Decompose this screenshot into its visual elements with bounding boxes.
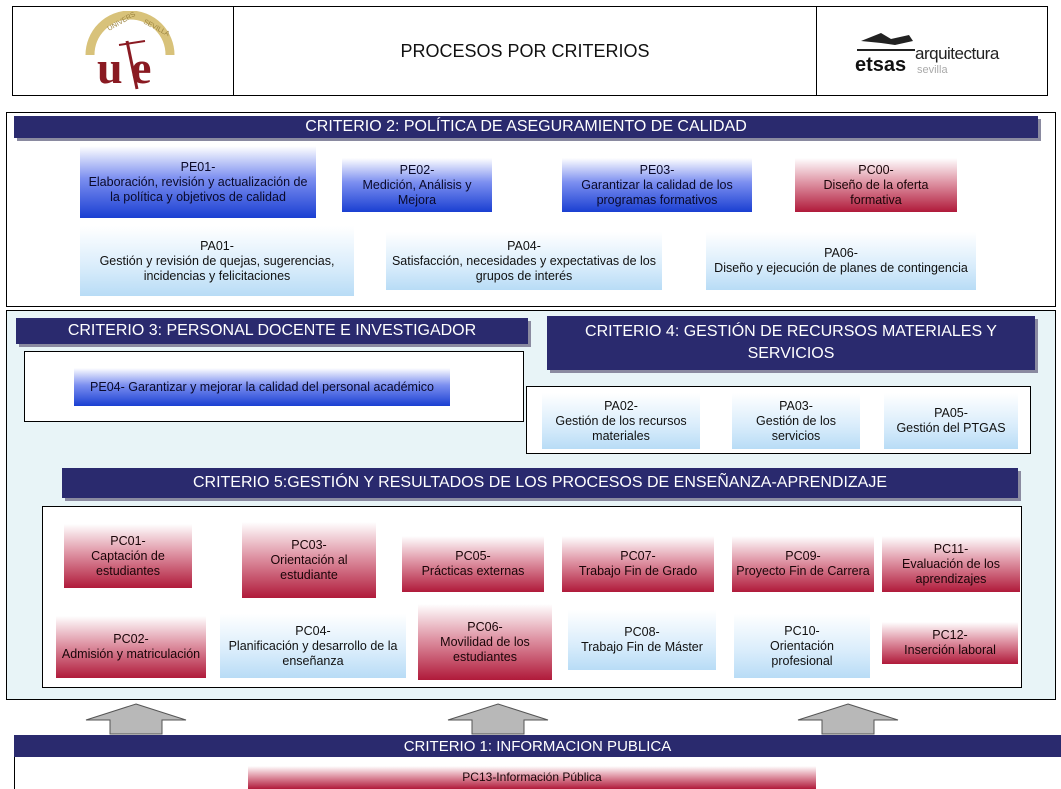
svg-text:arquitectura: arquitectura — [915, 44, 1000, 63]
process-pa04: PA04- Satisfacción, necesidades y expect… — [386, 232, 662, 290]
process-pc04: PC04- Planificación y desarrollo de la e… — [220, 614, 406, 678]
process-pc13: PC13-Información Pública — [248, 766, 816, 789]
header-divider — [233, 7, 234, 95]
process-pc06: PC06- Movilidad de los estudiantes — [418, 604, 552, 680]
svg-text:e: e — [131, 42, 151, 93]
svg-text:etsas: etsas — [855, 54, 906, 76]
criterio4-title: CRITERIO 4: GESTIÓN DE RECURSOS MATERIAL… — [547, 316, 1035, 370]
up-arrow-icon — [85, 703, 187, 735]
criterio1-border — [14, 757, 15, 789]
criterio1-title: CRITERIO 1: INFORMACION PUBLICA — [14, 735, 1061, 757]
process-pe01: PE01- Elaboración, revisión y actualizac… — [80, 146, 316, 218]
process-pa06: PA06- Diseño y ejecución de planes de co… — [706, 232, 976, 290]
process-pc08: PC08- Trabajo Fin de Máster — [568, 610, 716, 670]
process-pc03: PC03- Orientación al estudiante — [242, 522, 376, 598]
process-pc02: PC02- Admisión y matriculación — [56, 616, 206, 678]
process-pe03: PE03- Garantizar la calidad de los progr… — [562, 158, 752, 212]
header-divider — [816, 7, 817, 95]
process-pc12: PC12- Inserción laboral — [882, 622, 1018, 664]
header: UNIVERS SEVILLA u e PROCESOS POR CRITERI… — [12, 6, 1048, 96]
up-arrow-icon — [447, 703, 549, 735]
process-pa02: PA02- Gestión de los recursos materiales — [542, 393, 700, 449]
university-logo: UNIVERS SEVILLA u e — [85, 11, 175, 93]
process-pa05: PA05- Gestión del PTGAS — [884, 393, 1018, 449]
criterio5-title: CRITERIO 5:GESTIÓN Y RESULTADOS DE LOS P… — [62, 468, 1018, 498]
process-pc01: PC01- Captación de estudiantes — [64, 524, 192, 588]
page-title: PROCESOS POR CRITERIOS — [400, 40, 650, 61]
process-pe04: PE04- Garantizar y mejorar la calidad de… — [74, 368, 450, 406]
process-pc10: PC10- Orientación profesional — [734, 614, 870, 678]
process-pc11: PC11- Evaluación de los aprendizajes — [882, 536, 1020, 592]
process-pc09: PC09- Proyecto Fin de Carrera — [732, 536, 874, 592]
svg-text:u: u — [97, 42, 123, 93]
process-pc07: PC07- Trabajo Fin de Grado — [562, 536, 714, 592]
criterio3-title: CRITERIO 3: PERSONAL DOCENTE E INVESTIGA… — [16, 318, 528, 344]
process-pc05: PC05- Prácticas externas — [402, 536, 544, 592]
process-pe02: PE02- Medición, Análisis y Mejora — [342, 158, 492, 212]
process-pa01: PA01- Gestión y revisión de quejas, suge… — [80, 226, 354, 296]
process-pc00: PC00- Diseño de la oferta formativa — [795, 158, 957, 212]
process-pa03: PA03- Gestión de los servicios — [732, 393, 860, 449]
school-logo: etsas arquitectura sevilla — [855, 33, 1000, 76]
up-arrow-icon — [797, 703, 899, 735]
criterio2-title: CRITERIO 2: POLÍTICA DE ASEGURAMIENTO DE… — [14, 116, 1038, 138]
svg-text:sevilla: sevilla — [917, 64, 948, 76]
